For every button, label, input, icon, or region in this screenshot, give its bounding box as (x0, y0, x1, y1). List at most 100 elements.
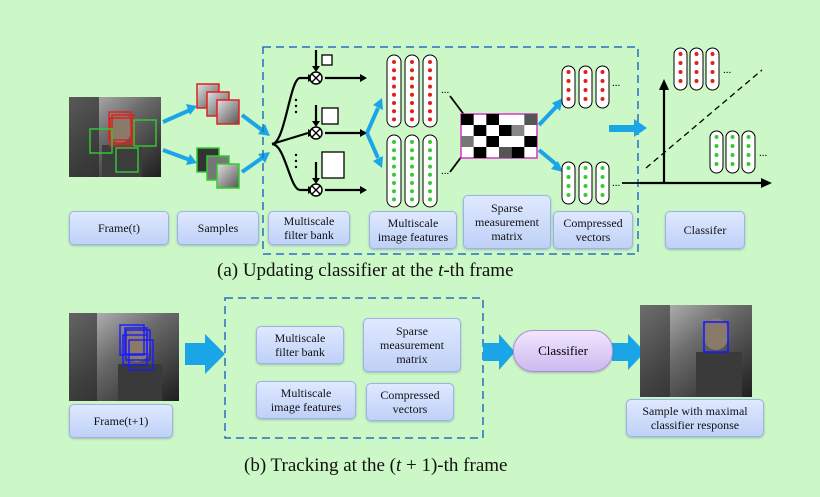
vector-dot (714, 144, 719, 148)
vector-dot (694, 79, 699, 83)
vector-dot (392, 156, 396, 161)
vector-dot (428, 84, 432, 89)
filter-bank-network (271, 50, 360, 192)
best-match-box (703, 321, 729, 353)
vector-dot (746, 153, 751, 157)
vector-dot (428, 109, 432, 114)
vector-dot (410, 164, 414, 169)
vector-dot (392, 189, 396, 194)
blue-candidate-boxes (119, 324, 154, 371)
classifier-ellipsis-top: ... (723, 64, 732, 76)
matrix-cell (486, 114, 499, 125)
vector-dot (583, 184, 588, 188)
vector-dot (694, 61, 699, 65)
vector-dot (428, 148, 432, 153)
caption-b: (b) Tracking at the (t + 1)-th frame (244, 455, 507, 477)
matrix-cell (461, 136, 474, 147)
vector-dot (746, 162, 751, 166)
frame-t1-photo (69, 313, 179, 401)
vector-dot (714, 162, 719, 166)
vector-dot (428, 164, 432, 169)
vector-dot (410, 156, 414, 161)
vector-dot (392, 148, 396, 153)
vector-dot (392, 84, 396, 89)
vector-dot (730, 153, 735, 157)
bottom-image-features-label: Multiscale image features (256, 381, 356, 419)
features-ellipsis-top: ... (441, 84, 450, 96)
vector-dot (410, 84, 414, 89)
vector-dot (583, 166, 588, 170)
vector-dot (694, 70, 699, 74)
vector-dot (428, 140, 432, 144)
vector-dot (410, 68, 414, 73)
features-ellipsis-bottom: ... (441, 165, 450, 177)
vector-dot (566, 166, 571, 170)
vector-dot (410, 60, 414, 64)
compressed-ellipsis-bottom: ... (612, 177, 621, 189)
feature-green-dots (392, 140, 432, 202)
vector-dot (428, 181, 432, 185)
vector-dot (410, 117, 414, 122)
vector-dot (392, 60, 396, 64)
vector-dot (678, 52, 683, 56)
vector-dot (710, 70, 715, 74)
multiscale-image-features-label: Multiscale image features (369, 211, 457, 249)
vector-dot (392, 140, 396, 144)
filter-bank-arrowheads (308, 66, 367, 194)
vector-dot (566, 70, 571, 74)
vector-dot (428, 197, 432, 202)
vector-dot (392, 197, 396, 202)
vector-dot (566, 184, 571, 188)
vector-dot (428, 92, 432, 97)
feature-columns-red (386, 54, 438, 128)
bottom-filter-bank-label: Multiscale filter bank (256, 326, 344, 364)
classifier-axes-arrowheads (659, 79, 772, 188)
samples-to-filter-arrows (240, 113, 270, 174)
matrix-cell (461, 114, 474, 125)
vector-dot (600, 70, 605, 74)
vector-dot (600, 184, 605, 188)
vector-dot (410, 76, 414, 81)
caption-a-var: t (438, 260, 444, 281)
vector-dot (710, 52, 715, 56)
vector-dot (428, 172, 432, 177)
vector-dot (710, 61, 715, 65)
classifier-axes (640, 88, 762, 185)
compressed-columns (561, 65, 610, 205)
matrix-cell (524, 114, 537, 125)
classifier-ellipsis-bottom: ... (759, 147, 768, 159)
matrix-cell (473, 147, 487, 158)
multiply-symbols (311, 73, 321, 195)
matrix-cell (499, 147, 512, 158)
vector-dot (392, 101, 396, 105)
sparse-matrix (460, 113, 538, 159)
samples-label: Samples (177, 211, 259, 245)
vector-dot (410, 92, 414, 97)
vector-dot (410, 181, 414, 185)
frame-to-dashed-arrow (185, 334, 225, 374)
vector-dot (730, 135, 735, 139)
green-sample-boxes (89, 119, 157, 173)
vector-dot (392, 68, 396, 73)
classifier-dots (678, 52, 751, 166)
vector-dot (583, 88, 588, 92)
positive-samples-stack (196, 83, 240, 125)
top-dashed-region (262, 46, 639, 255)
caption-a-suffix: -th frame (443, 260, 514, 281)
filter-bank-vdots (294, 98, 298, 169)
vector-dot (714, 135, 719, 139)
caption-a-prefix: (a) Updating classifier at the (217, 260, 439, 281)
vector-dot (694, 52, 699, 56)
vector-dot (428, 76, 432, 81)
vector-dot (392, 181, 396, 185)
vector-dot (428, 189, 432, 194)
matrix-cell (511, 147, 525, 158)
vector-dot (410, 197, 414, 202)
classifier-columns (673, 47, 756, 174)
vector-dot (678, 61, 683, 65)
vector-dot (583, 70, 588, 74)
vector-dot (600, 79, 605, 83)
vector-dot (583, 175, 588, 179)
vector-dot (746, 144, 751, 148)
